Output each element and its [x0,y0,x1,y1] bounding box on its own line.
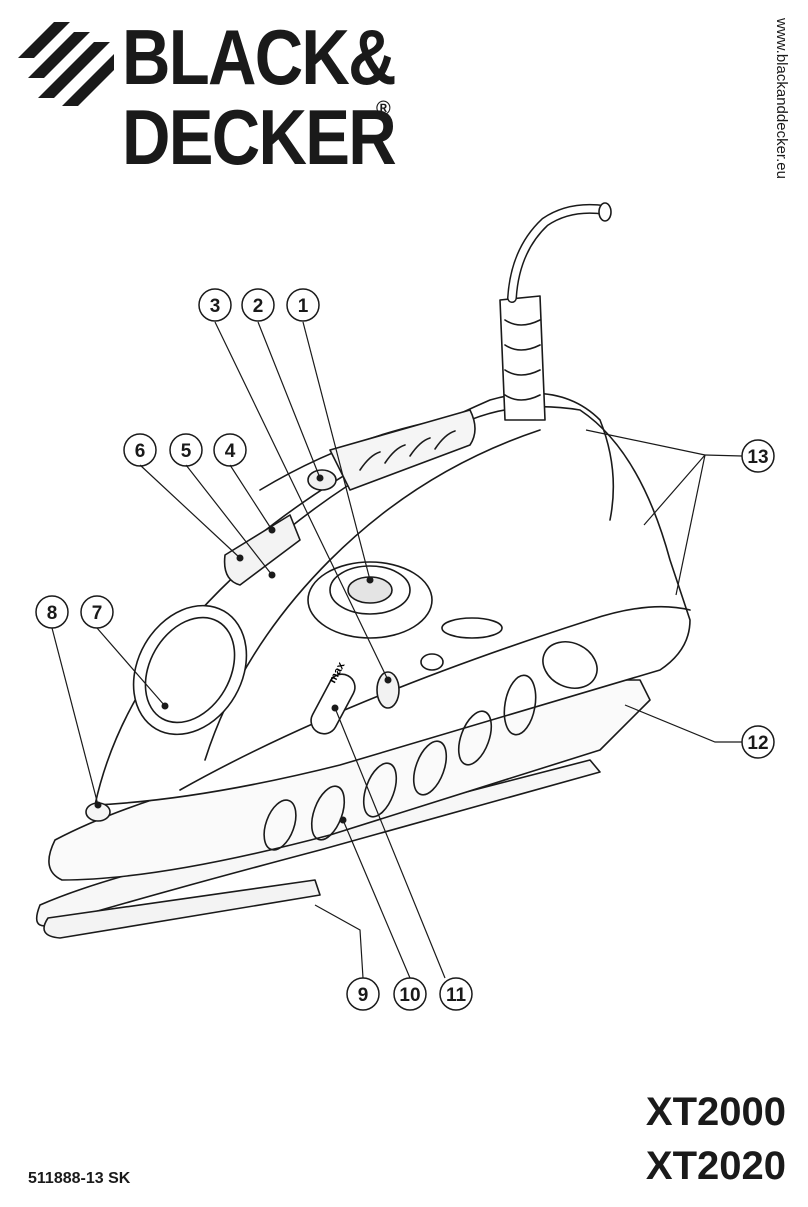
callout-1: 1 [298,296,309,317]
website-url: www.blackanddecker.eu [746,18,806,218]
model-number-2: XT2020 [645,1144,786,1188]
model-number-1: XT2000 [645,1090,786,1134]
brand-name-line1: BLACK& [122,13,397,101]
brand-logo: BLACK& DECKER ® [18,14,398,184]
callout-7: 7 [92,603,103,624]
website-url-text: www.blackanddecker.eu [773,18,790,179]
callout-3: 3 [210,296,221,317]
brand-name-line2: DECKER [122,93,397,181]
callout-5: 5 [181,441,192,462]
brand-stripes-icon [18,22,114,106]
callout-13: 13 [747,447,768,468]
callout-8: 8 [47,603,58,624]
callout-10: 10 [399,985,420,1006]
callout-9: 9 [358,985,369,1006]
document-code: 511888-13 SK [28,1170,131,1187]
registered-mark: ® [376,98,391,120]
callout-4: 4 [225,441,236,462]
callout-12: 12 [747,733,768,754]
callout-2: 2 [253,296,264,317]
callout-11: 11 [446,985,467,1006]
callout-6: 6 [135,441,146,462]
iron-diagram: max 1 2 3 4 5 6 7 [35,202,775,1011]
